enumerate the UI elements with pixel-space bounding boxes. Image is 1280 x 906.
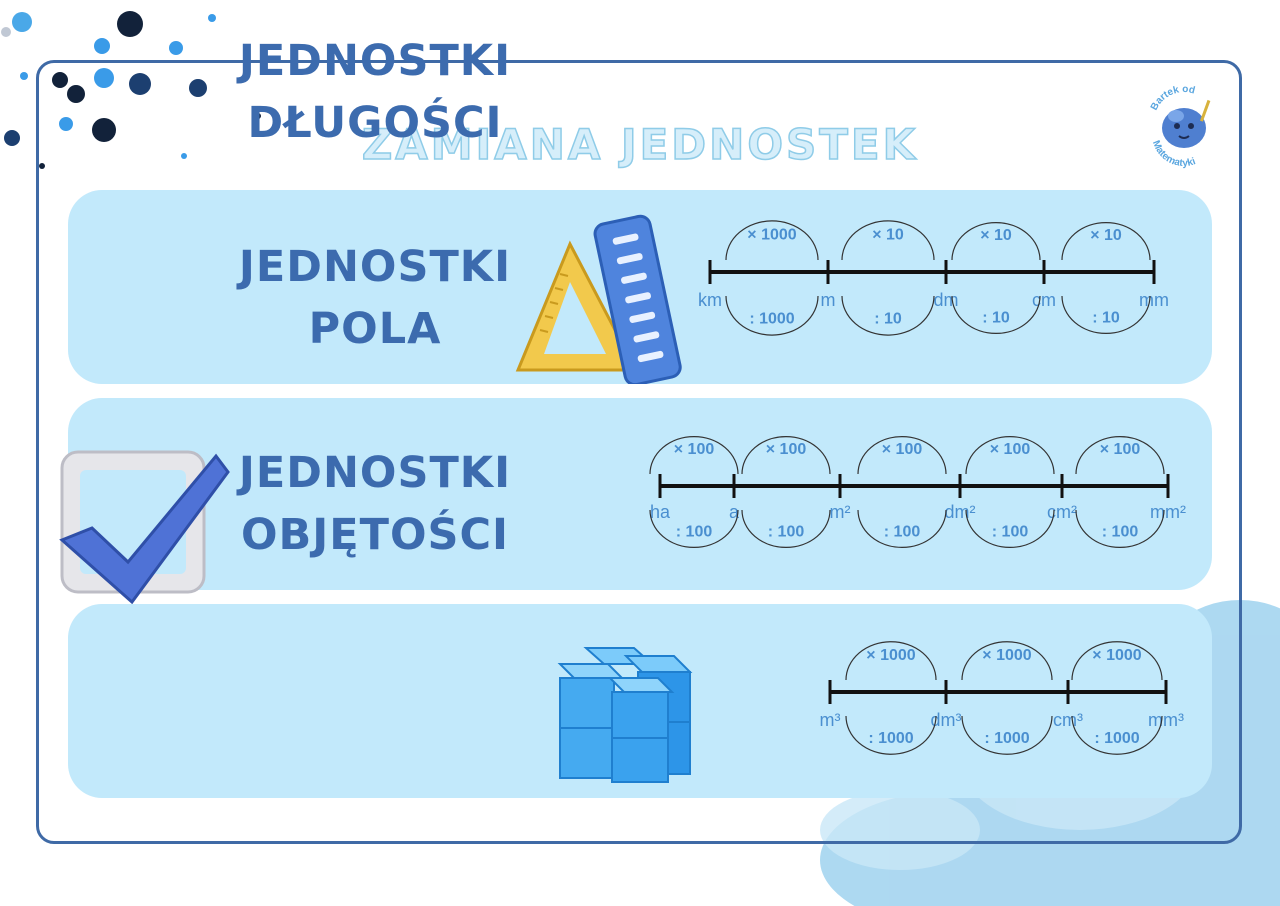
- svg-text:Bartek od: Bartek od: [1149, 84, 1196, 112]
- bubble-dots: [1, 11, 261, 169]
- panel-area: [68, 398, 1212, 590]
- cubes-illustration: [557, 647, 693, 783]
- ruler-triangle-illustration: [515, 214, 682, 384]
- logo: Bartek od Matematyki: [1149, 84, 1211, 169]
- poster-frame: [36, 60, 1242, 844]
- panel-title-area: JEDNOSTKI POLA: [238, 242, 512, 354]
- main-title: ZAMIANA JEDNOSTEK: [361, 119, 919, 170]
- checkbox-checkmark-illustration: [59, 450, 230, 604]
- panel-title-volume: JEDNOSTKI OBJĘTOŚCI: [238, 448, 512, 560]
- panel-title-length: JEDNOSTKI DŁUGOŚCI: [238, 36, 512, 148]
